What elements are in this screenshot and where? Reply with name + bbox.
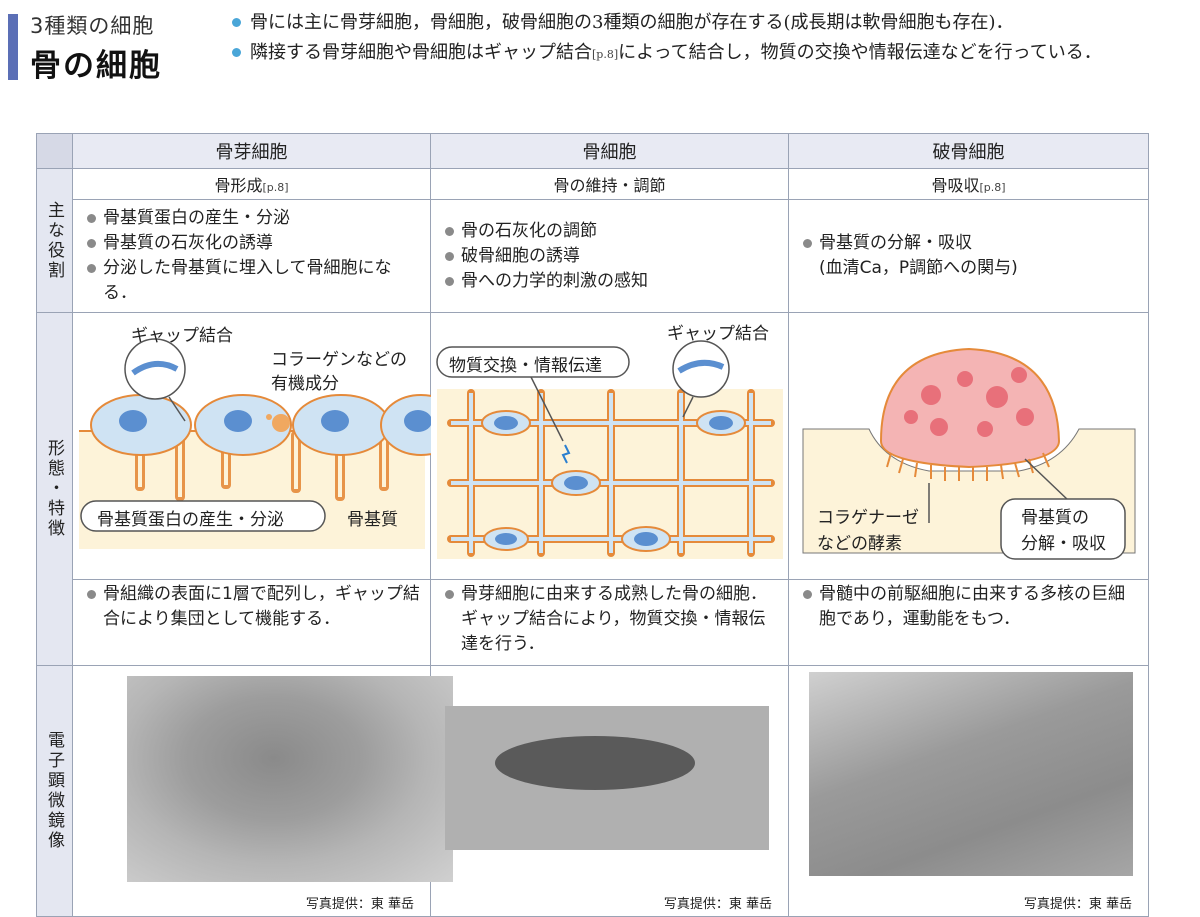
bullet-icon xyxy=(803,239,812,248)
gap-junction-label: ギャップ結合 xyxy=(131,326,233,346)
column-header-osteocyte: 骨細胞 xyxy=(430,133,789,169)
exchange-label: 物質交換・情報伝達 xyxy=(449,356,602,376)
resorption-label: 骨基質の xyxy=(1021,508,1089,528)
organic-label-2: 有機成分 xyxy=(271,374,339,394)
bullet-icon xyxy=(87,239,96,248)
role-list: 骨の石灰化の調節 破骨細胞の誘導 骨への力学的刺激の感知 xyxy=(430,199,789,313)
description: 骨髄中の前駆細胞に由来する多核の巨細胞であり，運動能をもつ． xyxy=(788,579,1149,666)
list-item: 骨基質の石灰化の誘導 xyxy=(87,231,420,256)
photo-credit: 写真提供：東 華岳 xyxy=(305,897,414,912)
gap-junction-label: ギャップ結合 xyxy=(667,324,769,344)
matrix-label: 骨基質 xyxy=(347,510,398,530)
bullet-icon xyxy=(87,214,96,223)
role-title: 骨形成[p.8] xyxy=(72,168,431,200)
column-header-osteoblast: 骨芽細胞 xyxy=(72,133,431,169)
micrograph-cell: 写真提供：東 華岳 xyxy=(788,665,1149,917)
osteocyte-illustration: 物質交換・情報伝達 ギャップ結合 xyxy=(430,312,789,580)
column-header-osteoclast: 破骨細胞 xyxy=(788,133,1149,169)
list-item: 分泌した骨基質に埋入して骨細胞になる． xyxy=(87,256,420,306)
list-item: 骨基質の分解・吸収 xyxy=(803,231,1138,256)
description: 骨芽細胞に由来する成熟した骨の細胞．ギャップ結合により，物質交換・情報伝達を行う… xyxy=(430,579,789,666)
micrograph-cell: 写真提供：東 華岳 xyxy=(430,665,789,917)
bullet-icon xyxy=(87,590,96,599)
secretion-label: 骨基質蛋白の産生・分泌 xyxy=(97,510,284,530)
header-subtitle: 3種類の細胞 xyxy=(30,14,155,38)
role-title: 骨吸収[p.8] xyxy=(788,168,1149,200)
osteocyte-diagram xyxy=(436,340,783,559)
intro-bullet: 骨には主に骨芽細胞，骨細胞，破骨細胞の3種類の細胞が存在する(成長期は軟骨細胞も… xyxy=(232,8,1194,38)
enzyme-label-2: などの酵素 xyxy=(817,534,902,554)
intro-bullets: 骨には主に骨芽細胞，骨細胞，破骨細胞の3種類の細胞が存在する(成長期は軟骨細胞も… xyxy=(232,8,1194,70)
table-corner xyxy=(36,133,73,169)
photo-credit: 写真提供：東 華岳 xyxy=(1023,897,1132,912)
header-accent-bar xyxy=(8,14,18,80)
enzyme-label: コラゲナーゼ xyxy=(817,508,919,528)
list-item: 骨の石灰化の調節 xyxy=(445,219,778,244)
bullet-icon xyxy=(87,264,96,273)
bullet-icon xyxy=(803,590,812,599)
bullet-icon xyxy=(445,226,454,236)
osteoblast-diagram xyxy=(79,338,462,549)
role-list: 骨基質の分解・吸収 (血清Ca，P調節への関与) xyxy=(788,199,1149,313)
osteocyte-nucleus xyxy=(495,736,695,790)
list-item: 破骨細胞の誘導 xyxy=(445,244,778,269)
bullet-icon xyxy=(445,276,454,286)
osteoclast-micrograph xyxy=(809,672,1133,876)
row-header-microscopy: 電子顕微鏡像 xyxy=(36,665,73,917)
role-title: 骨の維持・調節 xyxy=(430,168,789,200)
osteoclast-diagram xyxy=(802,347,1136,560)
list-item: (血清Ca，P調節への関与) xyxy=(819,258,1018,278)
bullet-icon xyxy=(232,48,241,57)
row-header-role: 主な役割 xyxy=(36,168,73,313)
osteoclast-illustration: コラゲナーゼ などの酵素 骨基質の 分解・吸収 xyxy=(788,312,1149,580)
bullet-icon xyxy=(445,251,454,261)
page-title: 骨の細胞 xyxy=(30,48,162,84)
list-item: 骨への力学的刺激の感知 xyxy=(445,269,778,294)
osteoblast-illustration: ギャップ結合 コラーゲンなどの 有機成分 骨基質蛋白の産生・分泌 骨基質 xyxy=(72,312,462,580)
bullet-icon xyxy=(445,590,454,599)
micrograph-cell: 写真提供：東 華岳 xyxy=(72,665,453,917)
role-list: 骨基質蛋白の産生・分泌 骨基質の石灰化の誘導 分泌した骨基質に埋入して骨細胞にな… xyxy=(72,199,431,313)
intro-bullet: 隣接する骨芽細胞や骨細胞はギャップ結合[p.8]によって結合し，物質の交換や情報… xyxy=(232,38,1194,70)
page-reference: [p.8] xyxy=(592,48,619,61)
osteoblast-micrograph xyxy=(127,676,453,882)
bullet-icon xyxy=(232,18,241,27)
organic-label: コラーゲンなどの xyxy=(271,350,407,370)
bone-cell-table: 骨芽細胞 骨細胞 破骨細胞 主な役割 骨形成[p.8] 骨の維持・調節 骨吸収[… xyxy=(36,133,1149,917)
photo-credit: 写真提供：東 華岳 xyxy=(663,897,772,912)
row-header-morphology: 形態・特徴 xyxy=(36,312,73,666)
description: 骨組織の表面に1層で配列し，ギャップ結合により集団として機能する． xyxy=(72,579,431,666)
list-item: 骨基質蛋白の産生・分泌 xyxy=(87,206,420,231)
resorption-label-2: 分解・吸収 xyxy=(1021,534,1106,554)
